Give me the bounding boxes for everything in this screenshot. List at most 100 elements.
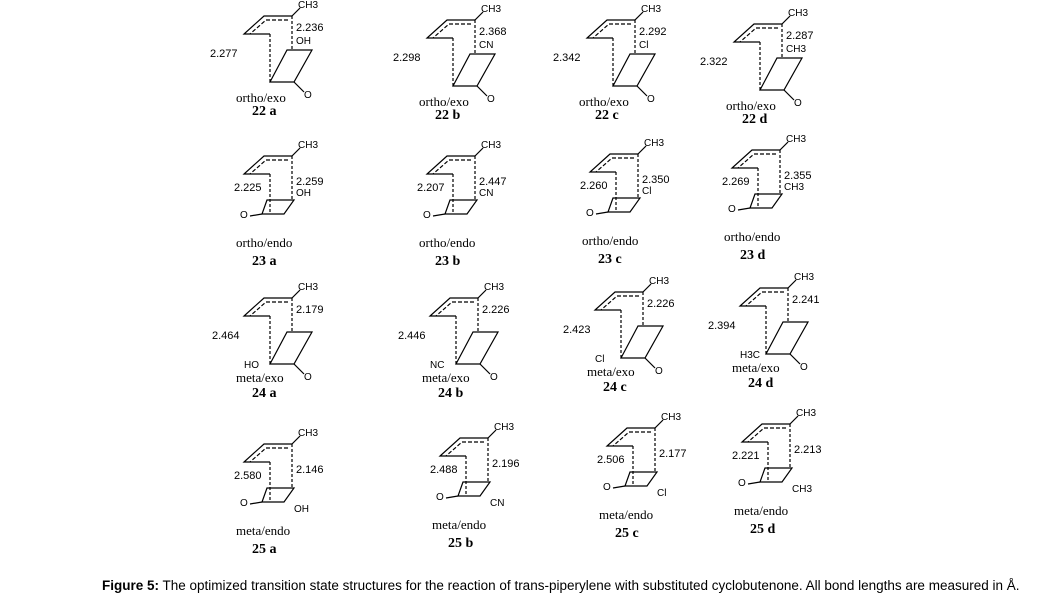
conformation-label: ortho/exo — [236, 90, 286, 105]
bond-length-lower: 2.269 — [722, 176, 750, 188]
methyl-label: CH3 — [481, 4, 502, 15]
compound-id: 22 b — [435, 108, 461, 123]
conformation-label: meta/endo — [236, 523, 291, 538]
compound-id: 23 d — [740, 248, 766, 263]
bond-length-upper: 2.350 — [642, 174, 670, 186]
molecule-drawing — [593, 283, 665, 369]
methyl-label: CH3 — [661, 412, 682, 423]
carbonyl-oxygen-label: O — [490, 372, 498, 383]
carbonyl-oxygen-label: O — [240, 498, 248, 509]
caption-label: Figure 5: — [102, 578, 160, 593]
carbonyl-oxygen-label: O — [436, 492, 444, 503]
substituent-label: H3C — [740, 350, 761, 361]
bond-length-upper: 2.241 — [792, 294, 820, 306]
compound-id: 23 c — [598, 252, 622, 267]
substituent-label: CN — [479, 188, 494, 199]
bond-length-lower: 2.394 — [708, 320, 736, 332]
carbonyl-oxygen-label: O — [586, 208, 594, 219]
bond-length-upper: 2.146 — [296, 464, 324, 476]
bond-length-upper: 2.287 — [786, 30, 814, 42]
carbonyl-oxygen-label: O — [800, 362, 808, 373]
substituent-label: OH — [296, 36, 311, 47]
bond-length-upper: 2.236 — [296, 22, 324, 34]
molecule-drawing — [242, 147, 301, 217]
methyl-label: CH3 — [298, 282, 319, 293]
methyl-label: CH3 — [796, 408, 817, 419]
bond-length-lower: 2.207 — [417, 182, 445, 194]
carbonyl-oxygen-label: O — [423, 210, 431, 221]
methyl-label: CH3 — [644, 138, 665, 149]
conformation-label: ortho/endo — [236, 235, 293, 250]
methyl-label: CH3 — [298, 140, 319, 151]
carbonyl-oxygen-label: O — [603, 482, 611, 493]
structure-23d: CH3 O CH3 2.355 2.269 ortho/endo 23 d — [710, 134, 860, 269]
substituent-label: CH3 — [784, 182, 805, 193]
methyl-label: CH3 — [649, 276, 670, 287]
bond-length-lower: 2.488 — [430, 464, 458, 476]
caption-text: The optimized transition state structure… — [159, 578, 1020, 593]
conformation-label: ortho/endo — [724, 229, 781, 244]
bond-length-lower: 2.423 — [563, 324, 591, 336]
structure-23c: CH3 O Cl 2.350 2.260 ortho/endo 23 c — [568, 138, 718, 273]
substituent-label: Cl — [642, 186, 652, 197]
compound-id: 24 c — [603, 380, 627, 395]
structure-24d: CH3 O H3C 2.241 2.394 meta/exo 24 d — [708, 272, 868, 407]
figure-caption: Figure 5: The optimized transition state… — [102, 578, 1020, 593]
conformation-label: meta/endo — [432, 517, 487, 532]
methyl-label: CH3 — [481, 140, 502, 151]
conformation-label: ortho/endo — [419, 235, 476, 250]
molecule-drawing — [425, 147, 484, 217]
molecule-drawing — [732, 15, 804, 101]
carbonyl-oxygen-label: O — [728, 204, 736, 215]
conformation-label: meta/exo — [732, 360, 780, 375]
molecule-drawing — [738, 279, 810, 365]
bond-length-upper: 2.213 — [794, 444, 822, 456]
substituent-label: CN — [479, 40, 494, 51]
bond-length-upper: 2.292 — [639, 26, 667, 38]
carbonyl-oxygen-label: O — [240, 210, 248, 221]
compound-id: 23 a — [252, 254, 277, 269]
bond-length-upper: 2.259 — [296, 176, 324, 188]
substituent-label: Cl — [595, 354, 605, 365]
molecule-drawing — [425, 11, 497, 97]
bond-length-upper: 2.179 — [296, 304, 324, 316]
molecule-drawing — [585, 11, 657, 97]
bond-length-lower: 2.464 — [212, 330, 240, 342]
compound-id: 25 d — [750, 522, 776, 537]
bond-length-upper: 2.226 — [482, 304, 510, 316]
substituent-label: Cl — [639, 40, 649, 51]
bond-length-upper: 2.368 — [479, 26, 507, 38]
conformation-label: ortho/exo — [726, 98, 776, 113]
carbonyl-oxygen-label: O — [794, 98, 802, 109]
molecule-drawing — [588, 145, 647, 215]
bond-length-lower: 2.342 — [553, 52, 581, 64]
compound-id: 24 b — [438, 386, 464, 401]
bond-length-upper: 2.226 — [647, 298, 675, 310]
bond-length-lower: 2.322 — [700, 56, 728, 68]
substituent-label: NC — [430, 360, 445, 371]
structure-24b: CH3 O NC 2.226 2.446 meta/exo 24 b — [398, 282, 558, 417]
carbonyl-oxygen-label: O — [655, 366, 663, 377]
compound-id: 24 a — [252, 386, 277, 401]
methyl-label: CH3 — [298, 0, 319, 11]
structure-22a: CH3 O OH 2.236 2.277 ortho/exo 22 a — [210, 0, 372, 135]
compound-id: 22 d — [742, 112, 768, 127]
molecule-drawing — [242, 289, 314, 375]
carbonyl-oxygen-label: O — [487, 94, 495, 105]
compound-id: 22 a — [252, 104, 277, 119]
structure-25a: CH3 O OH 2.146 2.580 meta/endo 25 a — [222, 428, 372, 563]
methyl-label: CH3 — [484, 282, 505, 293]
methyl-label: CH3 — [786, 134, 807, 145]
molecule-drawing — [428, 289, 500, 375]
methyl-label: CH3 — [794, 272, 815, 283]
molecule-drawing — [242, 435, 301, 505]
carbonyl-oxygen-label: O — [738, 478, 746, 489]
bond-length-lower: 2.446 — [398, 330, 426, 342]
substituent-label: OH — [296, 188, 311, 199]
structure-23a: CH3 O OH 2.259 2.225 ortho/endo 23 a — [222, 140, 372, 275]
bond-length-upper: 2.177 — [659, 448, 687, 460]
bond-length-lower: 2.580 — [234, 470, 262, 482]
conformation-label: meta/endo — [734, 503, 789, 518]
structure-25b: CH3 O CN 2.196 2.488 meta/endo 25 b — [418, 422, 568, 557]
